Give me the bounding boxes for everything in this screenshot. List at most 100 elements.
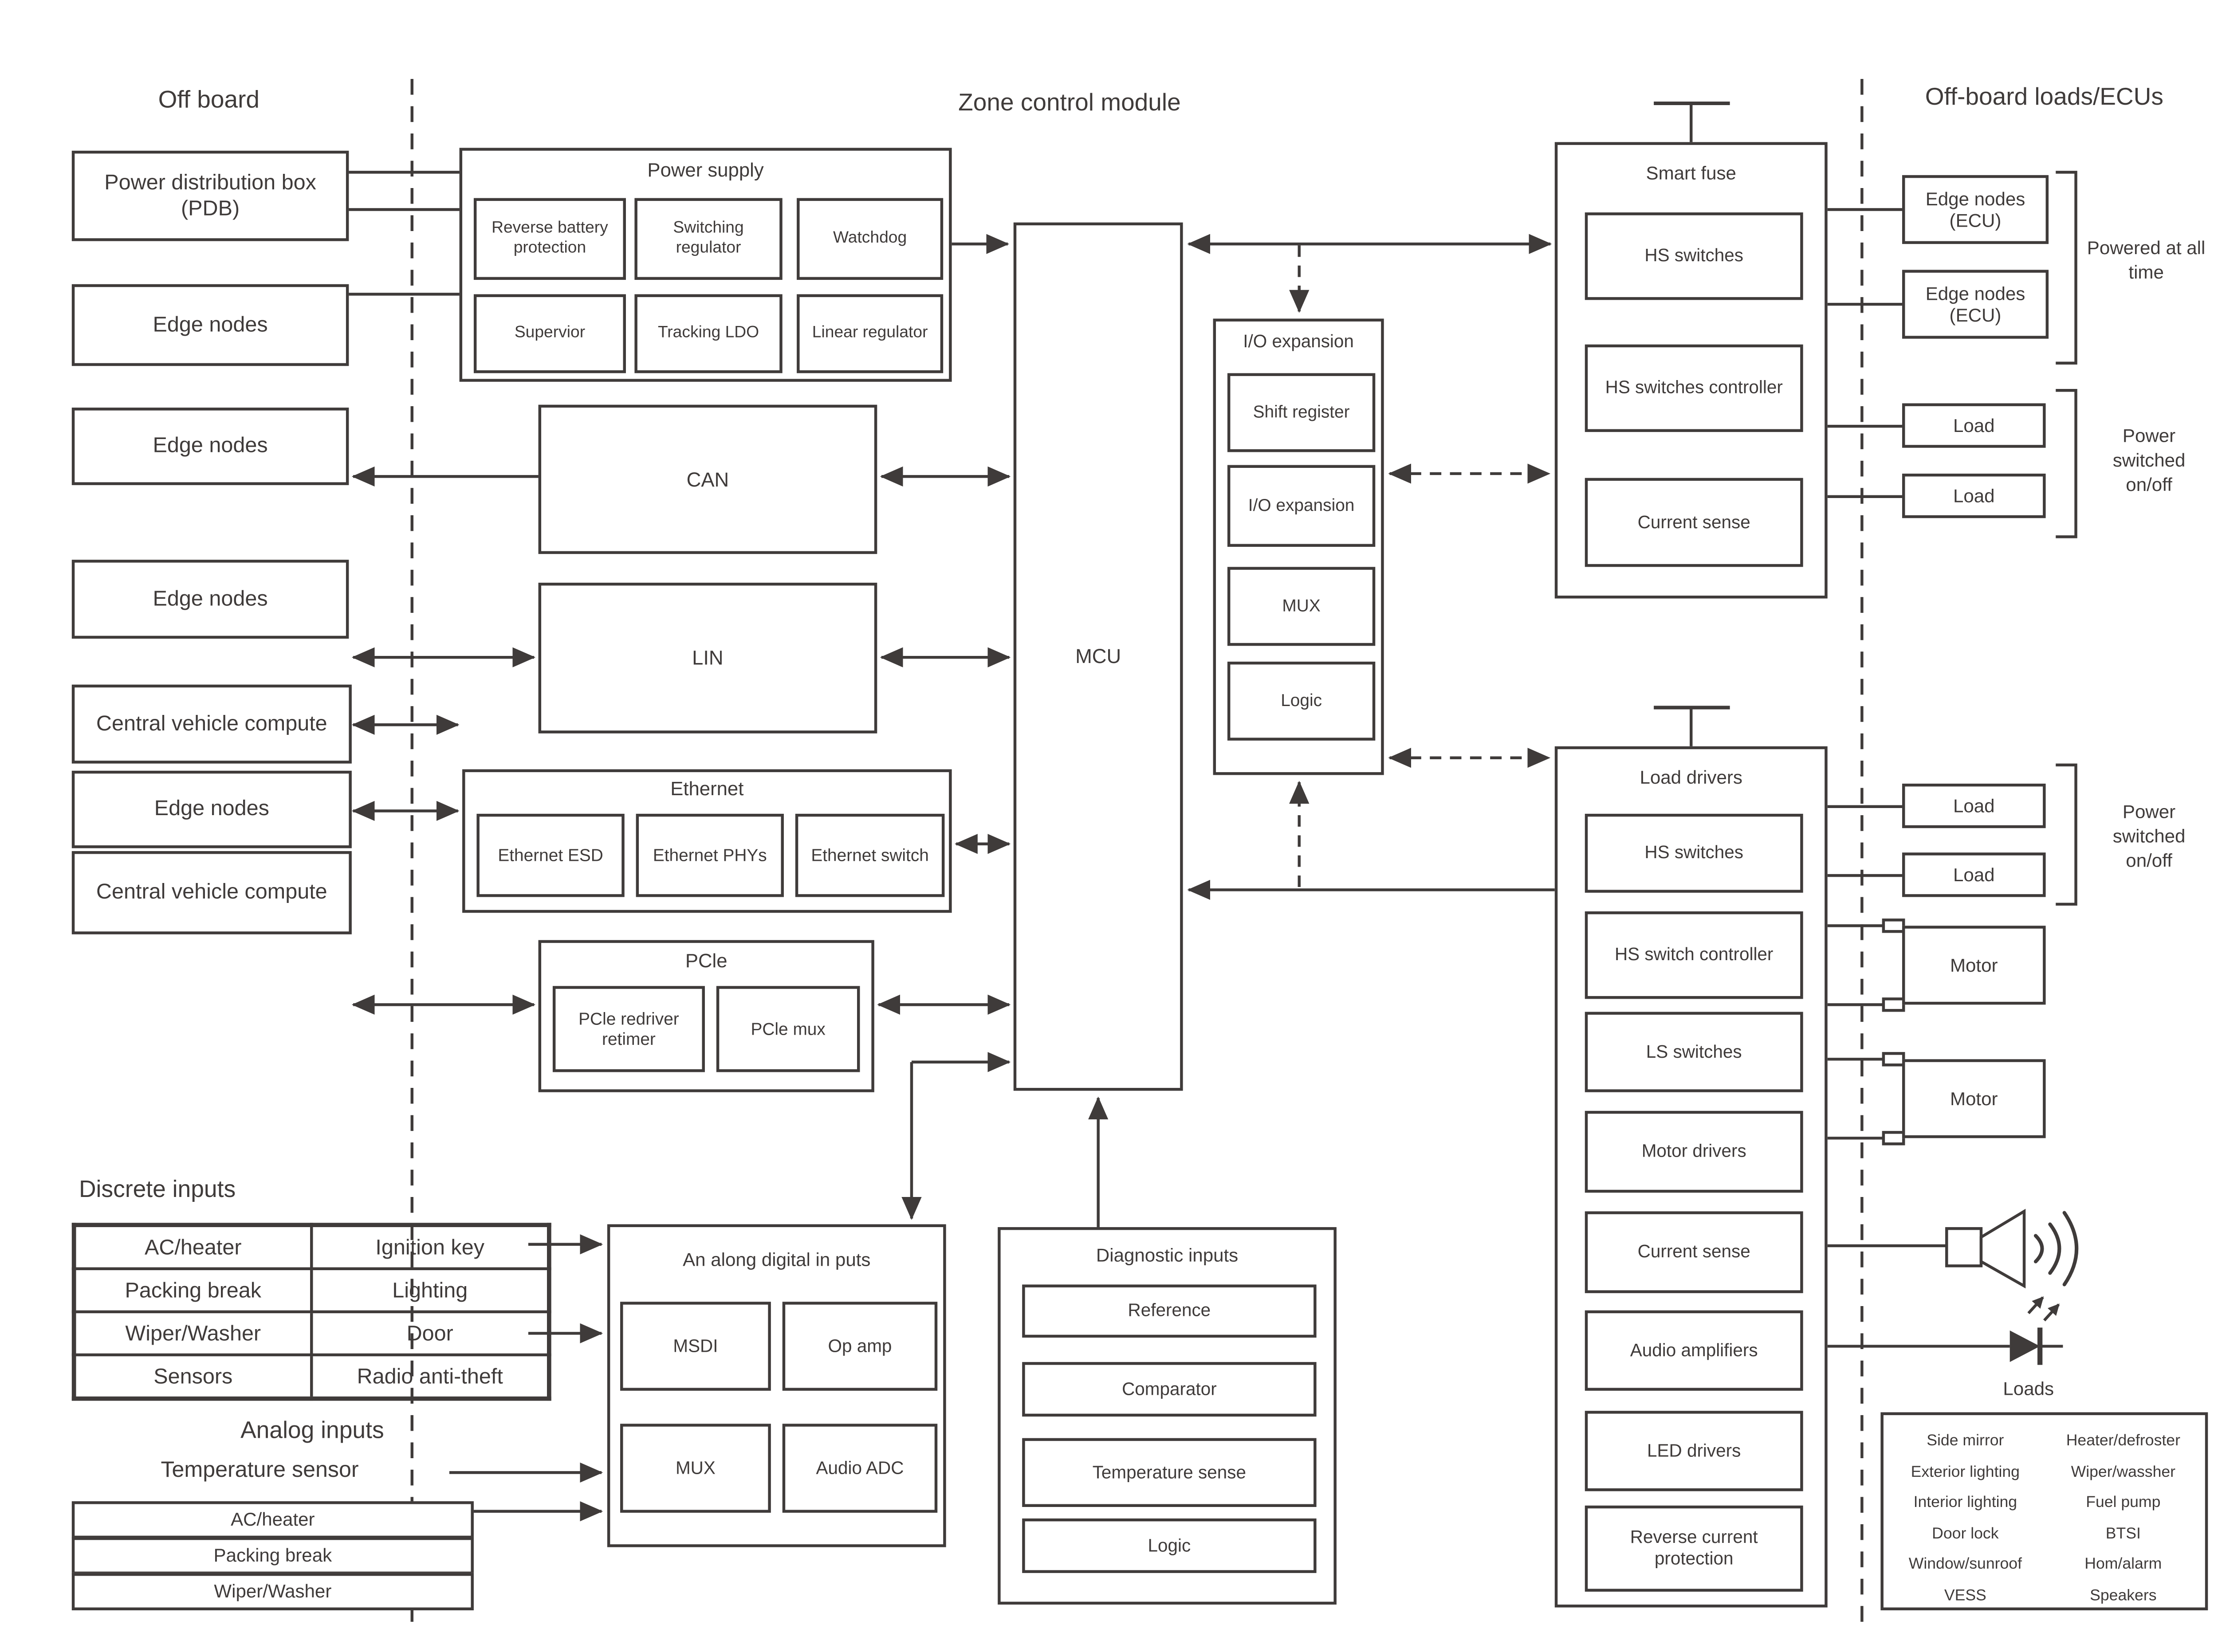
- table-row: Packing break Lighting: [72, 1267, 551, 1314]
- ld-cell-reverse-current-protection: Reverse current protection: [1585, 1505, 1803, 1592]
- power-supply-cell-reverse-battery-protection: Reverse battery protection: [473, 198, 626, 280]
- can-box: CAN: [538, 404, 877, 554]
- pdb-box: Power distribution box (PDB): [71, 150, 349, 241]
- ld-cell-current-sense: Current sense: [1585, 1211, 1803, 1293]
- loads-item: Side mirror: [1927, 1432, 2004, 1450]
- mcu-box: MCU: [1013, 222, 1183, 1091]
- loads-list-box: Side mirror Exterior lighting Interior l…: [1880, 1412, 2208, 1612]
- load-box-1: Load: [1902, 403, 2046, 448]
- table-cell: Packing break: [72, 1267, 313, 1314]
- smart-fuse-cell-current-sense: Current sense: [1585, 478, 1803, 567]
- diag-cell-comparator: Comparator: [1022, 1362, 1317, 1417]
- power-supply-title: Power supply: [647, 159, 764, 181]
- discrete-inputs-table: AC/heater Ignition key Packing break Lig…: [71, 1223, 551, 1401]
- loads-item: Interior lighting: [1913, 1494, 2017, 1511]
- analog-digital-inputs-title: An along digital in puts: [683, 1248, 871, 1271]
- ecu-box-1: Edge nodes (ECU): [1902, 175, 2049, 244]
- smart-fuse-power-rail-icon: [1654, 101, 1730, 142]
- smart-fuse-cell-hs-switches: HS switches: [1585, 212, 1803, 300]
- diag-cell-logic: Logic: [1022, 1518, 1317, 1573]
- ethernet-block: Ethernet Ethernet ESD Ethernet PHYs Ethe…: [462, 769, 952, 913]
- table-row: AC/heater Ignition key: [72, 1223, 551, 1270]
- ld-cell-audio-amplifiers: Audio amplifiers: [1585, 1310, 1803, 1391]
- adi-cell-msdi: MSDI: [620, 1302, 771, 1391]
- led-icon: [2010, 1296, 2063, 1365]
- loads-list-right-column: Heater/defroster Wiper/wassher Fuel pump…: [2044, 1427, 2202, 1612]
- loads-item: BTSI: [2105, 1525, 2141, 1542]
- pcle-cell-mux: PCle mux: [716, 986, 860, 1072]
- load-box-2: Load: [1902, 473, 2046, 518]
- speaker-icon: [1945, 1209, 2079, 1289]
- adi-cell-mux: MUX: [620, 1424, 771, 1513]
- diagnostic-inputs-block: Diagnostic inputs Reference Comparator T…: [998, 1227, 1337, 1605]
- central-vehicle-compute-box-2: Central vehicle compute: [71, 851, 352, 934]
- ld-cell-hs-switch-controller: HS switch controller: [1585, 911, 1803, 999]
- power-supply-block: Power supply Reverse battery protection …: [459, 148, 952, 382]
- bracket-power-switched-1: [2056, 389, 2077, 538]
- io-expansion-block: I/O expansion Shift register I/O expansi…: [1213, 318, 1384, 775]
- table-cell: AC/heater: [72, 1223, 313, 1270]
- ld-cell-motor-drivers: Motor drivers: [1585, 1110, 1803, 1193]
- table-cell: Sensors: [72, 1353, 313, 1400]
- table-cell: Ignition key: [310, 1223, 551, 1270]
- off-board-header: Off board: [158, 86, 260, 114]
- bracket-power-switched-2: [2056, 763, 2077, 906]
- load-drivers-power-rail-icon: [1654, 706, 1730, 746]
- power-supply-cell-switching-regulator: Switching regulator: [634, 198, 783, 280]
- load-box-4: Load: [1902, 852, 2046, 897]
- loads-item: Door lock: [1932, 1525, 1999, 1542]
- loads-item: Fuel pump: [2086, 1494, 2161, 1511]
- ecu-box-2: Edge nodes (ECU): [1902, 270, 2049, 339]
- loads-item: Window/sunroof: [1908, 1556, 2022, 1573]
- edge-nodes-box-1: Edge nodes: [71, 284, 349, 366]
- edge-nodes-box-2: Edge nodes: [71, 408, 349, 485]
- ethernet-cell-phys: Ethernet PHYs: [636, 813, 784, 897]
- ld-cell-hs-switches: HS switches: [1585, 813, 1803, 893]
- table-row: Sensors Radio anti-theft: [72, 1353, 551, 1400]
- diag-cell-reference: Reference: [1022, 1284, 1317, 1338]
- bracket-powered-at-all-time: [2056, 171, 2077, 365]
- table-cell: Door: [310, 1310, 551, 1357]
- power-switched-label-2: Power switched on/off: [2112, 800, 2186, 871]
- loads-item: Speakers: [2090, 1586, 2157, 1604]
- edge-nodes-box-4: Edge nodes: [71, 770, 352, 848]
- io-cell-io-expansion: I/O expansion: [1227, 465, 1376, 547]
- loads-list-left-column: Side mirror Exterior lighting Interior l…: [1892, 1427, 2038, 1612]
- motor-box-1: Motor: [1902, 926, 2046, 1005]
- motor-box-2: Motor: [1902, 1059, 2046, 1138]
- analog-stack-box-packing-break: Packing break: [71, 1537, 474, 1575]
- analog-digital-inputs-block: An along digital in puts MSDI Op amp MUX…: [607, 1224, 946, 1547]
- loads-item: Hom/alarm: [2084, 1556, 2162, 1573]
- smart-fuse-block: Smart fuse HS switches HS switches contr…: [1554, 142, 1828, 599]
- pcle-title: PCle: [685, 950, 728, 972]
- power-supply-cell-linear-regulator: Linear regulator: [797, 294, 944, 373]
- ethernet-title: Ethernet: [670, 778, 744, 800]
- zone-control-module-header: Zone control module: [958, 89, 1181, 117]
- off-board-loads-header: Off-board loads/ECUs: [1925, 83, 2163, 111]
- analog-stack-box-ac-heater: AC/heater: [71, 1501, 474, 1539]
- ethernet-cell-esd: Ethernet ESD: [476, 813, 625, 897]
- diagnostic-inputs-title: Diagnostic inputs: [1096, 1244, 1239, 1266]
- central-vehicle-compute-box-1: Central vehicle compute: [71, 684, 352, 764]
- power-supply-cell-watchdog: Watchdog: [797, 198, 944, 280]
- loads-item: VESS: [1944, 1586, 1986, 1604]
- loads-item: Exterior lighting: [1911, 1463, 2020, 1481]
- lin-box: LIN: [538, 582, 877, 734]
- io-expansion-title: I/O expansion: [1243, 331, 1354, 352]
- table-cell: Lighting: [310, 1267, 551, 1314]
- load-box-3: Load: [1902, 783, 2046, 828]
- loads-item: Wiper/wassher: [2071, 1463, 2176, 1481]
- table-row: Wiper/Washer Door: [72, 1310, 551, 1357]
- adi-cell-op-amp: Op amp: [782, 1302, 938, 1391]
- load-drivers-block: Load drivers HS switches HS switch contr…: [1554, 746, 1828, 1608]
- pcle-block: PCle PCle redriver retimer PCle mux: [538, 940, 874, 1092]
- io-cell-shift-register: Shift register: [1227, 373, 1376, 452]
- smart-fuse-title: Smart fuse: [1646, 162, 1736, 184]
- diag-cell-temperature-sense: Temperature sense: [1022, 1438, 1317, 1507]
- loads-item: Heater/defroster: [2066, 1432, 2180, 1450]
- pcle-cell-redriver-retimer: PCle redriver retimer: [552, 986, 705, 1072]
- adi-cell-audio-adc: Audio ADC: [782, 1424, 938, 1513]
- io-cell-logic: Logic: [1227, 661, 1376, 741]
- power-switched-label-1: Power switched on/off: [2112, 424, 2186, 495]
